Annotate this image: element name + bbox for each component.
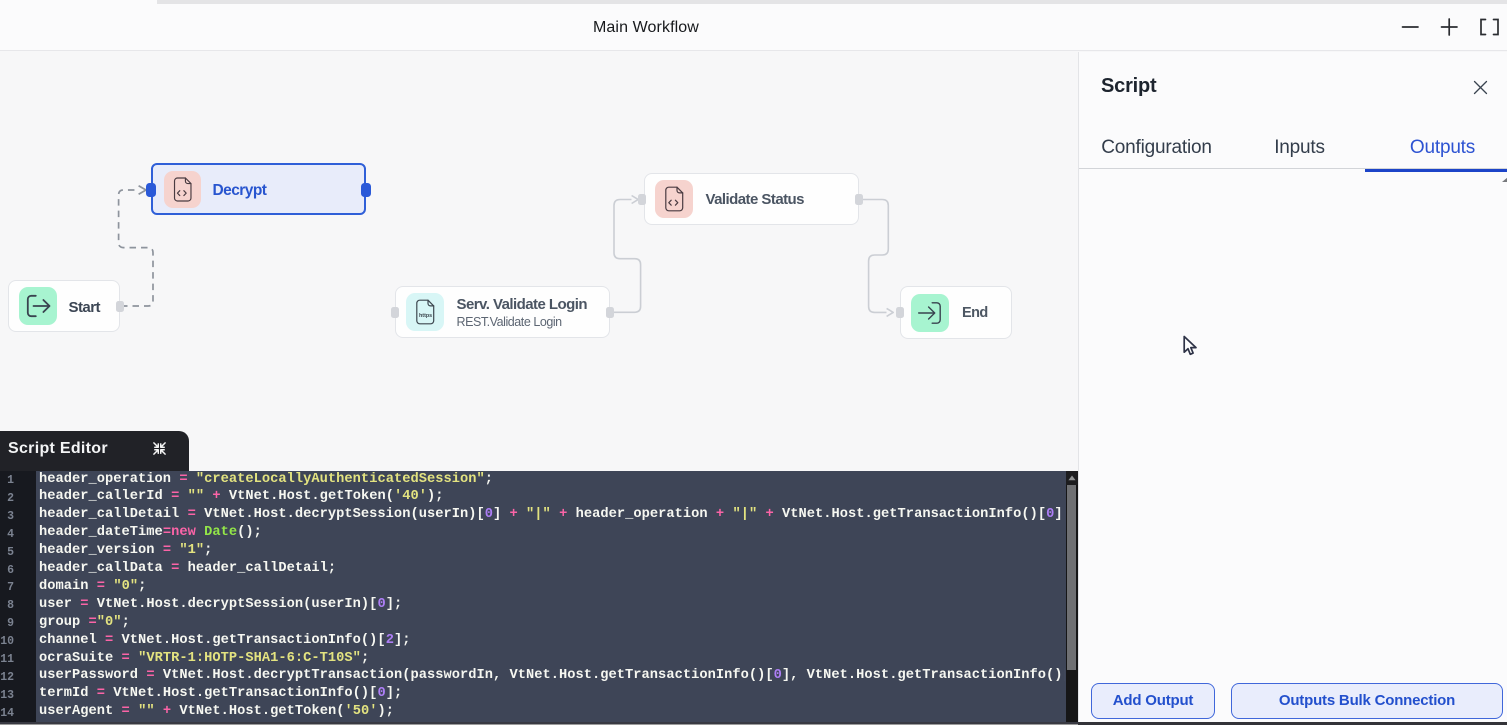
- svg-text:https: https: [419, 313, 432, 319]
